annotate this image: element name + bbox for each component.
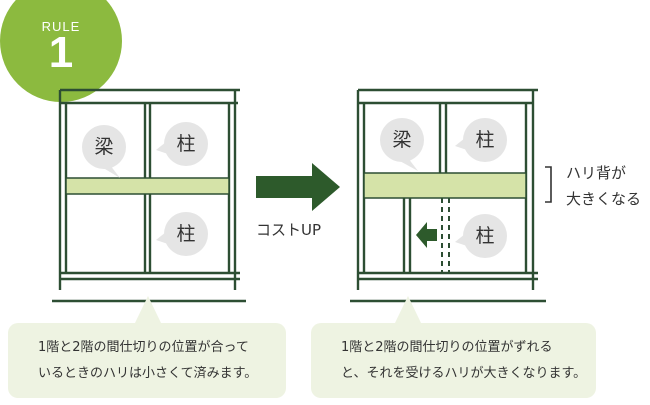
left-bubble-column-top-label: 柱: [176, 133, 196, 155]
right-caption-pointer: [394, 296, 422, 325]
rule-label: RULE: [41, 19, 81, 34]
left-beam: [65, 177, 230, 195]
beam-size-note-line1: ハリ背が: [566, 164, 627, 182]
right-bubble-column-bottom-label: 柱: [475, 225, 495, 247]
right-caption-line2: と、それを受けるハリが大きくなります。: [341, 366, 587, 381]
right-beam-large: [363, 172, 527, 199]
left-bubble-column-bottom: [156, 212, 208, 256]
rule-number: 1: [48, 28, 74, 77]
beam-size-note: ハリ背が 大きくなる: [566, 160, 641, 212]
beam-size-note-line2: 大きくなる: [566, 190, 642, 208]
left-bubble-beam-label: 梁: [94, 136, 114, 158]
rule-badge: RULE 1: [0, 0, 122, 102]
left-bubble-column-bottom-label: 柱: [176, 223, 196, 245]
right-bubble-beam: [380, 118, 424, 171]
right-caption: 1階と2階の間仕切りの位置がずれる と、それを受けるハリが大きくなります。: [311, 323, 596, 398]
right-bubble-column-bottom: [455, 214, 507, 258]
left-caption: 1階と2階の間仕切りの位置が合って いるときのハリは小さくて済みます。: [8, 323, 286, 398]
left-caption-line2: いるときのハリは小さくて済みます。: [38, 366, 258, 381]
shift-arrow: [416, 222, 437, 248]
cost-up-arrow: [256, 163, 340, 211]
left-caption-pointer: [134, 296, 162, 325]
left-bubble-column-top: [156, 122, 208, 166]
right-bubble-column-top-label: 柱: [475, 129, 495, 151]
left-bubble-beam: [82, 125, 126, 178]
cost-up-label: コストUP: [256, 221, 322, 239]
former-partition-dashed: [441, 198, 450, 273]
left-house-frame: [52, 88, 246, 303]
right-bubble-beam-label: 梁: [392, 129, 412, 151]
side-bracket: [545, 166, 552, 203]
right-caption-line1: 1階と2階の間仕切りの位置がずれる: [341, 340, 553, 355]
left-caption-line1: 1階と2階の間仕切りの位置が合って: [38, 340, 249, 355]
right-bubble-column-top: [455, 118, 507, 162]
